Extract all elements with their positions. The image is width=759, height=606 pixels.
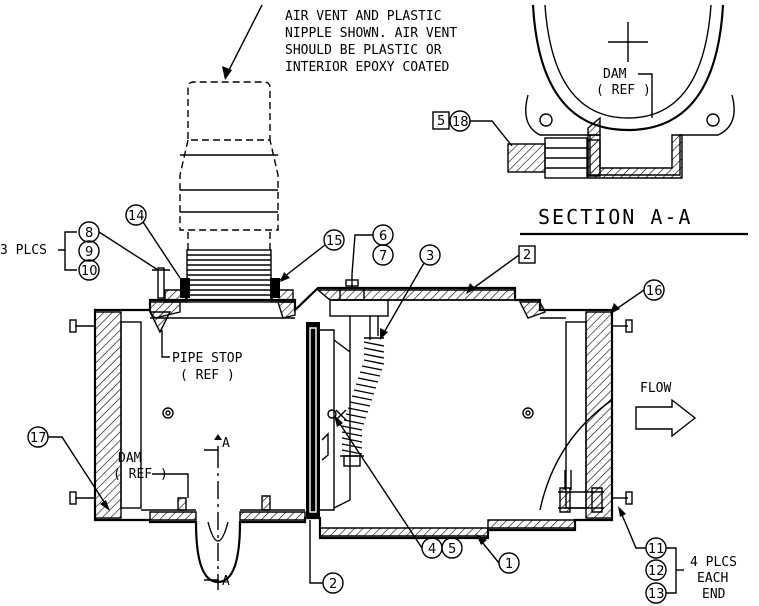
- svg-text:10: 10: [81, 264, 98, 279]
- callout-9: [78, 240, 100, 262]
- right-cutaway: [539, 399, 613, 513]
- svg-text:11: 11: [648, 542, 665, 557]
- dam-ref-sub-top: ( REF ): [596, 83, 651, 98]
- air-vent-note: AIR VENT AND PLASTIC NIPPLE SHOWN. AIR V…: [222, 4, 457, 80]
- svg-text:5: 5: [437, 114, 445, 129]
- svg-text:18: 18: [452, 115, 469, 130]
- pipe-stop-text: PIPE STOP: [172, 351, 243, 366]
- flow-label: FLOW: [640, 381, 671, 396]
- dam-ref-body: DAM ( REF ): [113, 451, 189, 498]
- callout-3: [419, 244, 441, 266]
- callout-14: [125, 204, 147, 226]
- spring: [340, 316, 385, 467]
- svg-text:3: 3: [426, 249, 434, 264]
- svg-text:14: 14: [128, 209, 145, 224]
- callout-box-2-top: [518, 245, 536, 264]
- svg-text:16: 16: [646, 284, 663, 299]
- leader-air-vent: [224, 4, 263, 79]
- four-plcs-label: 4 PLCS: [690, 555, 737, 570]
- svg-text:7: 7: [379, 249, 387, 264]
- svg-text:1: 1: [505, 557, 513, 572]
- dam-ref-label: DAM: [118, 451, 142, 466]
- arrowhead: [222, 66, 232, 80]
- section-line-a: A A: [204, 434, 230, 590]
- note-line-3: SHOULD BE PLASTIC OR: [285, 43, 442, 58]
- clapper-disc: [306, 274, 389, 518]
- four-plcs-each: EACH: [697, 571, 728, 586]
- dam-ref-label-top: DAM: [603, 67, 627, 82]
- left-flange: [94, 311, 122, 519]
- callout-10: [78, 259, 100, 281]
- callouts: 3 PLCS 8 9 10 14 15 6 7 3 2 16: [0, 204, 737, 604]
- nipple-threads: [186, 249, 272, 303]
- svg-text:13: 13: [648, 587, 665, 602]
- callout-12: [645, 559, 667, 581]
- note-line-4: INTERIOR EPOXY COATED: [285, 60, 450, 75]
- four-plcs-end: END: [702, 587, 726, 602]
- section-marker-bottom: A: [222, 574, 230, 589]
- svg-text:17: 17: [30, 431, 47, 446]
- pipe-stop-ref: ( REF ): [180, 368, 235, 383]
- note-line-1: AIR VENT AND PLASTIC: [285, 9, 442, 24]
- dam-ref-sub: ( REF ): [113, 467, 168, 482]
- svg-text:12: 12: [648, 564, 665, 579]
- valve-body: [69, 286, 633, 584]
- svg-text:6: 6: [379, 229, 387, 244]
- flow-arrow: FLOW: [635, 381, 697, 438]
- svg-text:5: 5: [448, 542, 456, 557]
- callout-5: [441, 537, 463, 559]
- note-line-2: NIPPLE SHOWN. AIR VENT: [285, 26, 457, 41]
- three-plcs-label: 3 PLCS: [0, 243, 47, 258]
- svg-text:9: 9: [85, 245, 93, 260]
- callout-15: [323, 229, 345, 251]
- svg-text:2: 2: [329, 577, 337, 592]
- section-marker-top: A: [222, 436, 230, 451]
- callout-7: [372, 244, 394, 266]
- vent-boss: [152, 267, 294, 303]
- right-flange: [585, 311, 613, 519]
- pipe-stop-label: PIPE STOP ( REF ): [161, 330, 243, 383]
- svg-text:4: 4: [428, 542, 436, 557]
- air-vent-phantom: [179, 81, 279, 250]
- svg-text:15: 15: [326, 234, 343, 249]
- svg-text:2: 2: [523, 248, 531, 263]
- section-a-a-view: DAM ( REF ) 5 18 SECTION A-A: [432, 4, 748, 236]
- callout-box-5: [432, 111, 450, 130]
- section-title: SECTION A-A: [538, 205, 692, 229]
- svg-text:8: 8: [85, 226, 93, 241]
